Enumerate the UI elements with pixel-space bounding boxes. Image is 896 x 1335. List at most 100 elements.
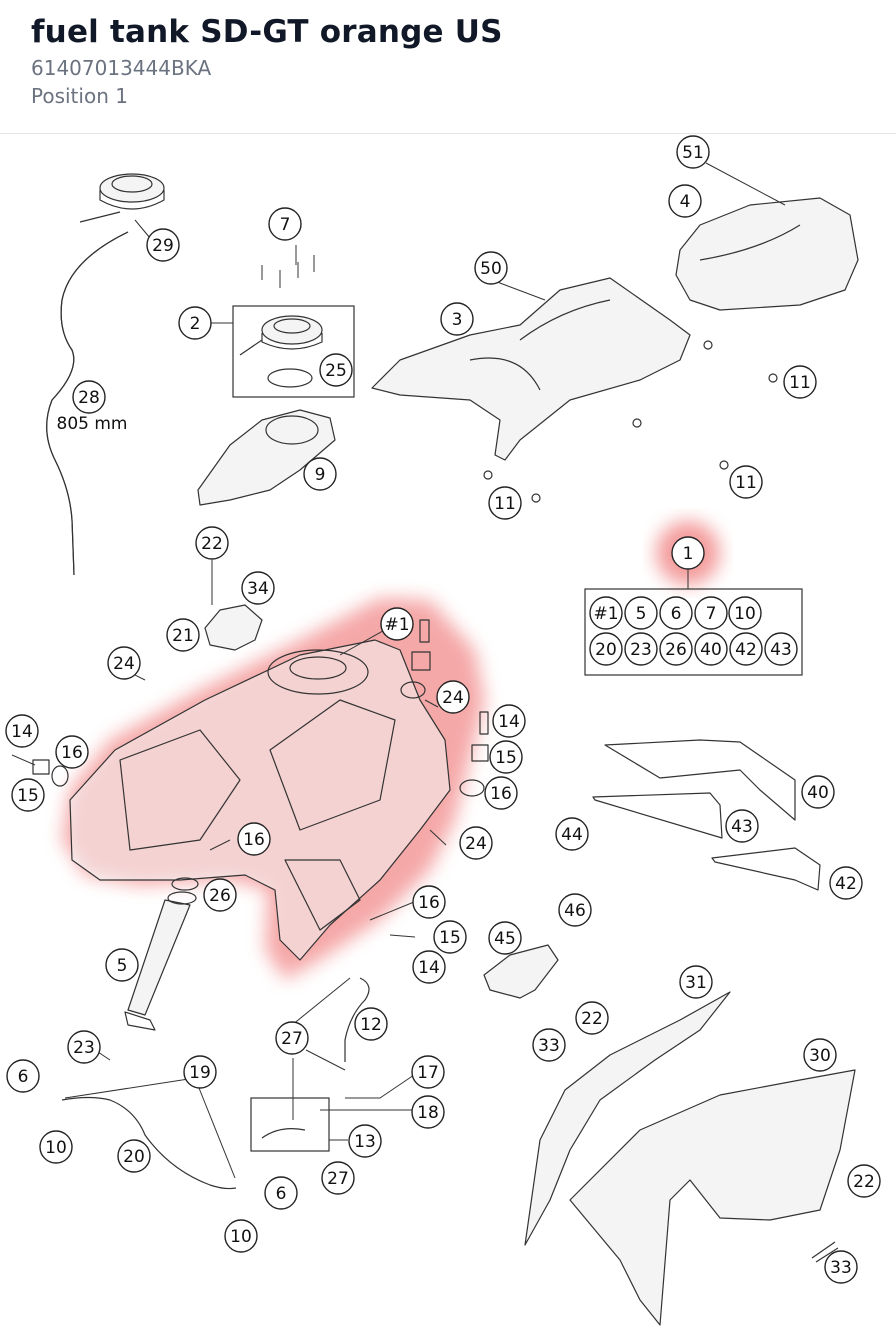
callout-c2[interactable]: 2 (178, 306, 212, 340)
callout-c16b[interactable]: 16 (484, 776, 518, 810)
callout-label: 1 (683, 544, 694, 564)
callout-c15c[interactable]: 15 (433, 920, 467, 954)
callout-c19[interactable]: 19 (183, 1055, 217, 1089)
grommet-stack-left (11, 754, 69, 787)
callout-circle (107, 646, 141, 680)
callout-circle (459, 826, 493, 860)
callout-c17[interactable]: 17 (411, 1055, 445, 1089)
callout-c5[interactable]: 5 (105, 948, 139, 982)
callout-label: 11 (735, 473, 757, 493)
callout-c28[interactable]: 28 (72, 380, 106, 414)
kit-item-8[interactable]: 40 (694, 632, 728, 666)
callout-c16a[interactable]: 16 (55, 735, 89, 769)
callout-label: 3 (452, 310, 463, 330)
callout-c31[interactable]: 31 (679, 965, 713, 999)
exploded-parts-diagram: 805 mm 5142975023251128911111223421#1242… (5, 135, 881, 1326)
callout-circle (203, 878, 237, 912)
callout-c16d[interactable]: 16 (412, 885, 446, 919)
callout-c27b[interactable]: 27 (321, 1161, 355, 1195)
callout-c15a[interactable]: 15 (11, 778, 45, 812)
callout-c22a[interactable]: 22 (195, 526, 229, 560)
callout-circle (380, 607, 414, 641)
callout-c46[interactable]: 46 (558, 893, 592, 927)
callout-label: 21 (172, 626, 194, 646)
callout-c23[interactable]: 23 (67, 1030, 101, 1064)
callout-c11c[interactable]: 11 (488, 486, 522, 520)
callout-c25[interactable]: 25 (319, 353, 353, 387)
callout-c6a[interactable]: 6 (6, 1059, 40, 1093)
callout-c1hash[interactable]: #1 (380, 607, 414, 641)
callout-circle (146, 228, 180, 262)
callout-c22c[interactable]: 22 (847, 1164, 881, 1198)
callout-c24a[interactable]: 24 (107, 646, 141, 680)
callout-c14b[interactable]: 14 (492, 704, 526, 738)
kit-item-7[interactable]: 26 (659, 632, 693, 666)
callout-c33a[interactable]: 33 (532, 1028, 566, 1062)
callout-circle (725, 809, 759, 843)
callout-c1[interactable]: 1 (671, 536, 705, 570)
callout-c26[interactable]: 26 (203, 878, 237, 912)
callout-label: 11 (789, 373, 811, 393)
callout-c34[interactable]: 34 (241, 571, 275, 605)
callout-c51[interactable]: 51 (676, 135, 710, 169)
callout-c12[interactable]: 12 (354, 1007, 388, 1041)
callout-c43[interactable]: 43 (725, 809, 759, 843)
kit-item-2[interactable]: 6 (659, 596, 693, 630)
callout-c20[interactable]: 20 (117, 1139, 151, 1173)
callout-c15b[interactable]: 15 (489, 740, 523, 774)
kit-item-6[interactable]: 23 (624, 632, 658, 666)
callout-c44[interactable]: 44 (555, 817, 589, 851)
callout-c14a[interactable]: 14 (5, 714, 39, 748)
callout-c40[interactable]: 40 (801, 775, 835, 809)
callout-circle (440, 302, 474, 336)
callout-c11a[interactable]: 11 (783, 365, 817, 399)
callout-label: 24 (113, 654, 135, 674)
kit-item-label: 26 (665, 640, 687, 660)
kit-item-3[interactable]: 7 (694, 596, 728, 630)
callout-label: 43 (731, 817, 753, 837)
callout-circle (824, 1250, 858, 1284)
callout-c16c[interactable]: 16 (237, 822, 271, 856)
callout-circle (275, 1021, 309, 1055)
kit-item-9[interactable]: 42 (729, 632, 763, 666)
callout-c33b[interactable]: 33 (824, 1250, 858, 1284)
callout-circle (532, 1028, 566, 1062)
kit-item-circle (589, 596, 623, 630)
callout-c29[interactable]: 29 (146, 228, 180, 262)
callout-c45[interactable]: 45 (488, 921, 522, 955)
callout-c24b[interactable]: 24 (436, 680, 470, 714)
callout-circle (319, 353, 353, 387)
callout-c13[interactable]: 13 (348, 1124, 382, 1158)
kit-item-1[interactable]: 5 (624, 596, 658, 630)
callout-c10a[interactable]: 10 (39, 1130, 73, 1164)
fuel-tank-body (69, 639, 451, 961)
callout-c42[interactable]: 42 (829, 866, 863, 900)
callout-c7[interactable]: 7 (268, 207, 302, 241)
callout-c24c[interactable]: 24 (459, 826, 493, 860)
callout-c9[interactable]: 9 (303, 457, 337, 491)
kit-item-10[interactable]: 43 (764, 632, 798, 666)
callout-circle (183, 1055, 217, 1089)
callout-c18[interactable]: 18 (411, 1095, 445, 1129)
callout-c6b[interactable]: 6 (264, 1176, 298, 1210)
kit-item-circle (728, 596, 762, 630)
callout-label: 18 (417, 1103, 439, 1123)
callout-label: 45 (494, 929, 516, 949)
callout-c30[interactable]: 30 (803, 1038, 837, 1072)
callout-c3[interactable]: 3 (440, 302, 474, 336)
callout-c14c[interactable]: 14 (412, 950, 446, 984)
callout-label: 19 (189, 1063, 211, 1083)
kit-item-5[interactable]: 20 (589, 632, 623, 666)
kit-item-circle (659, 632, 693, 666)
kit-item-0[interactable]: #1 (589, 596, 623, 630)
callout-c22b[interactable]: 22 (575, 1001, 609, 1035)
callout-circle (354, 1007, 388, 1041)
callout-c10b[interactable]: 10 (224, 1219, 258, 1253)
callout-c50[interactable]: 50 (474, 251, 508, 285)
callout-c21[interactable]: 21 (166, 618, 200, 652)
callout-circle (474, 251, 508, 285)
kit-item-4[interactable]: 10 (728, 596, 762, 630)
callout-c4[interactable]: 4 (668, 184, 702, 218)
callout-c27a[interactable]: 27 (275, 1021, 309, 1055)
callout-c11b[interactable]: 11 (729, 465, 763, 499)
